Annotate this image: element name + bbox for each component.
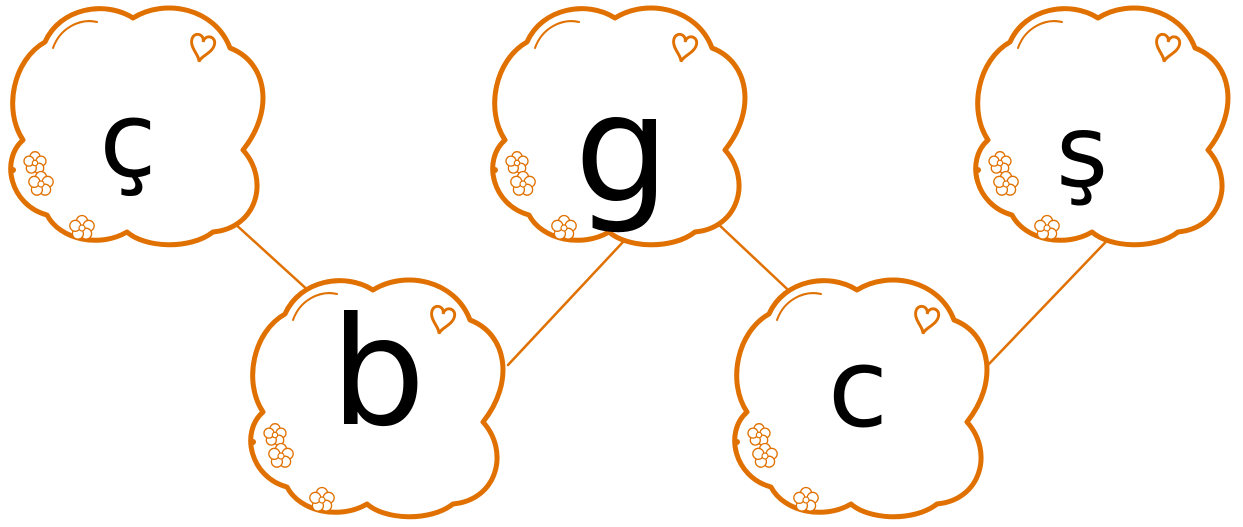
flower-cluster [10, 151, 95, 240]
cloud-inner-arc [776, 292, 822, 321]
flower-icon [28, 170, 54, 196]
letter-s-cedilla: ş [1055, 93, 1109, 210]
connector-line-c4-c2 [506, 225, 639, 367]
flower-icon [69, 214, 95, 240]
heart-icon [190, 33, 217, 63]
flower-icon [309, 486, 335, 512]
flower-icon [551, 214, 577, 240]
cloud-c4 [248, 277, 506, 520]
cloud-shape [8, 5, 266, 248]
flower-cluster [975, 151, 1060, 240]
cloud-shape [732, 277, 990, 520]
flower-icon [505, 151, 529, 174]
flower-cluster [250, 423, 335, 512]
flower-icon [510, 170, 536, 196]
letter-c-cedilla: ç [99, 79, 157, 201]
cloud-c1 [8, 5, 266, 248]
cloud-shape [490, 5, 748, 248]
cloud-inner-arc [534, 20, 580, 49]
connector-line-c5-c3 [986, 225, 1122, 367]
flower-cluster [492, 151, 577, 240]
flower-icon [793, 486, 819, 512]
letter-g: g [574, 63, 670, 237]
heart-icon [672, 33, 699, 63]
cloud-shape [973, 5, 1231, 248]
cloud-shape [248, 277, 506, 520]
letter-c: c [827, 324, 889, 452]
cloud-inner-arc [52, 20, 98, 49]
cloud-c2 [490, 5, 748, 248]
flower-icon [993, 170, 1019, 196]
flower-icon [23, 151, 47, 174]
flower-icon [268, 442, 294, 468]
flower-icon [988, 151, 1012, 174]
cloud-inner-arc [1017, 20, 1063, 49]
flower-icon [1034, 214, 1060, 240]
flower-icon [752, 442, 778, 468]
flower-icon [263, 423, 287, 446]
cloud-inner-arc [292, 292, 338, 321]
heart-icon [914, 305, 941, 335]
letter-b: b [330, 286, 426, 460]
cloud-c5 [732, 277, 990, 520]
heart-icon [430, 305, 457, 335]
heart-icon [1155, 33, 1182, 63]
flower-cluster [734, 423, 819, 512]
cloud-c3 [973, 5, 1231, 248]
